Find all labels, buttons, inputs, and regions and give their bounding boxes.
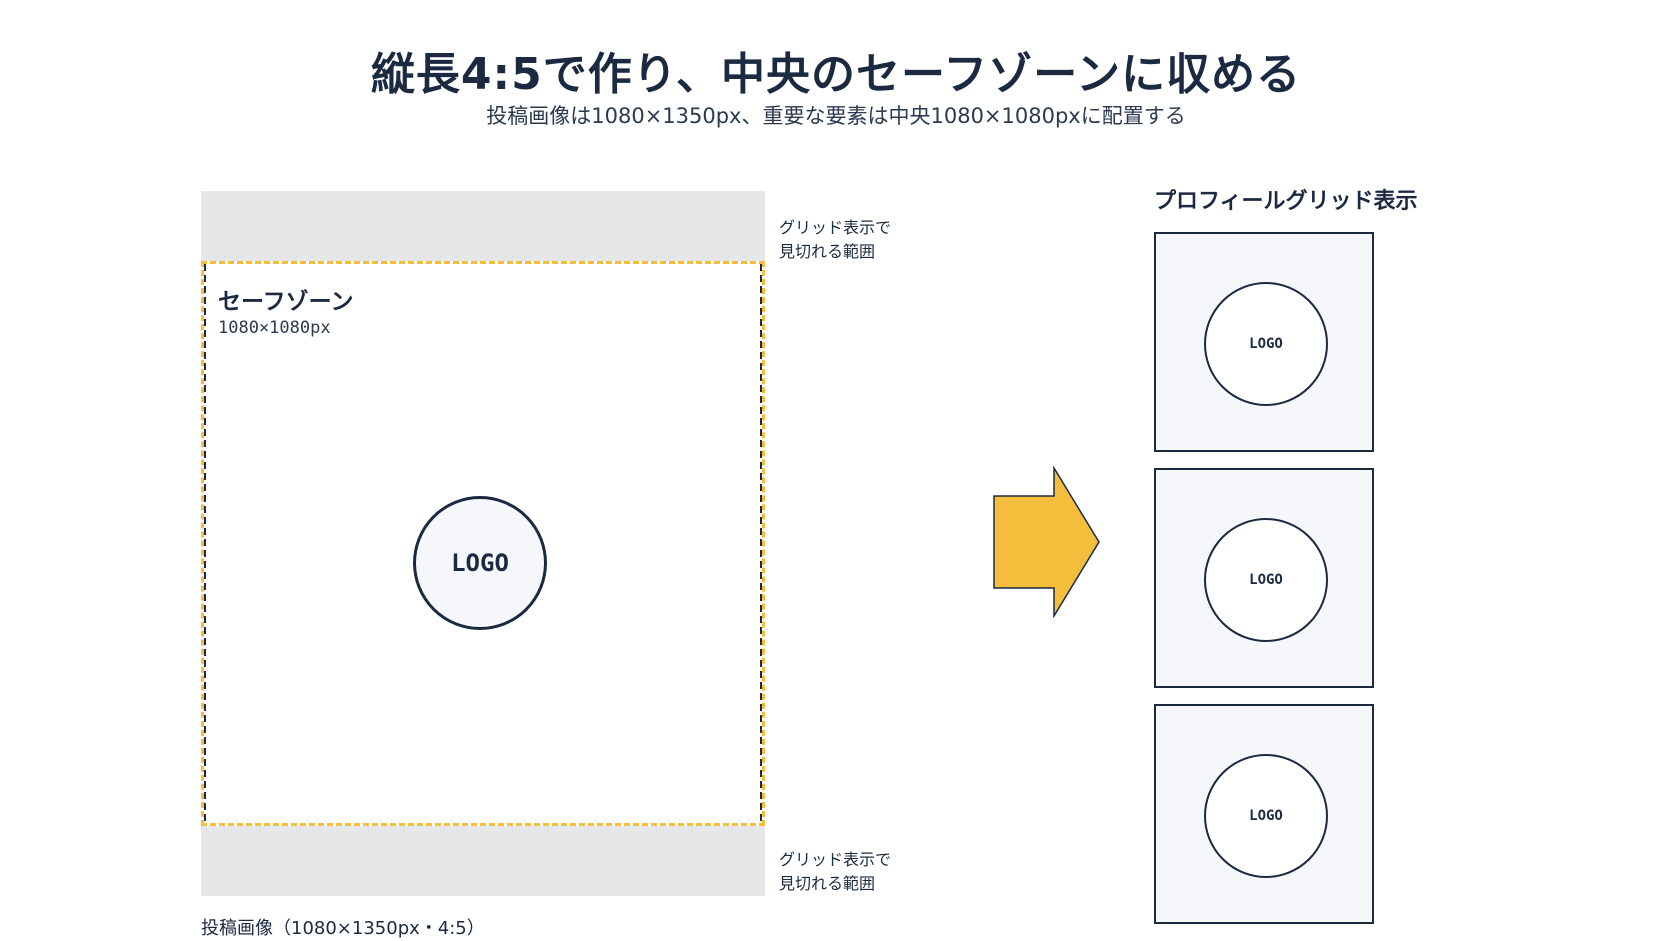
logo-label: LOGO: [1249, 336, 1283, 352]
page-subtitle: 投稿画像は1080×1350px、重要な要素は中央1080×1080pxに配置す…: [486, 104, 1186, 128]
safe-zone-left-edge: [204, 264, 206, 823]
logo-label: LOGO: [1249, 808, 1283, 824]
crop-area-top: [201, 191, 765, 261]
safe-zone-size: 1080×1080px: [218, 318, 331, 338]
safe-zone: セーフゾーン 1080×1080px LOGO: [201, 261, 765, 826]
grid-tile-2: LOGO: [1154, 468, 1374, 688]
safe-zone-title: セーフゾーン: [218, 289, 354, 315]
logo-label: LOGO: [451, 549, 509, 577]
post-image-diagram: セーフゾーン 1080×1080px LOGO: [201, 191, 765, 896]
grid-tile-3: LOGO: [1154, 704, 1374, 924]
page-title: 縦長4:5で作り、中央のセーフゾーンに収める: [370, 49, 1302, 100]
crop-note-top: グリッド表示で 見切れる範囲: [779, 218, 892, 261]
logo-circle-small: LOGO: [1204, 754, 1328, 878]
crop-area-bottom: [201, 826, 765, 896]
grid-tile-1: LOGO: [1154, 232, 1374, 452]
logo-circle-small: LOGO: [1204, 518, 1328, 642]
profile-grid-title: プロフィールグリッド表示: [1154, 189, 1418, 214]
right-arrow-icon: [993, 466, 1100, 618]
crop-note-bottom: グリッド表示で 見切れる範囲: [779, 850, 892, 893]
logo-label: LOGO: [1249, 572, 1283, 588]
safe-zone-right-edge: [760, 264, 762, 823]
logo-circle-small: LOGO: [1204, 282, 1328, 406]
logo-circle-main: LOGO: [413, 496, 547, 630]
post-image-caption: 投稿画像（1080×1350px・4:5）: [201, 918, 485, 939]
